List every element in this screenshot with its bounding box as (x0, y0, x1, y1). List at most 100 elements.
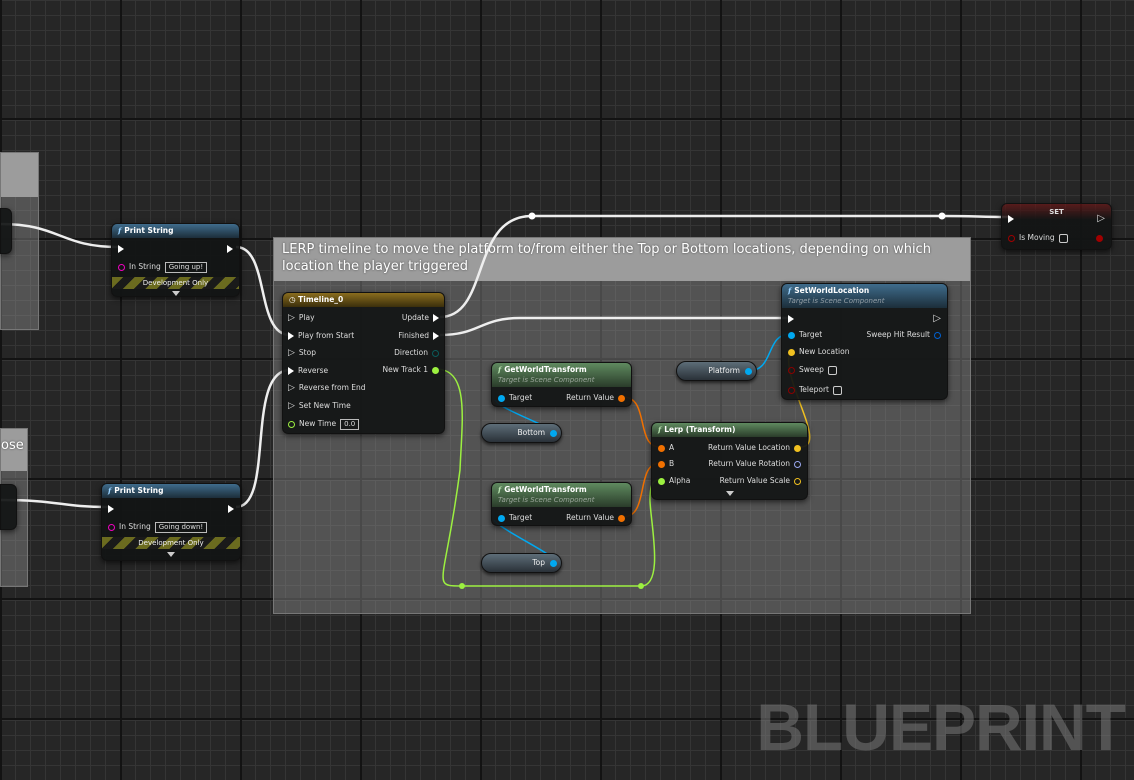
set-is-moving-node[interactable]: SET ▷ Is Moving (1001, 203, 1112, 250)
function-icon: f (788, 286, 792, 295)
sweep-checkbox[interactable] (827, 365, 837, 375)
bool-out-pin[interactable] (1096, 234, 1103, 242)
object-pin[interactable] (498, 394, 505, 402)
pin-label: Return Value (566, 393, 614, 402)
in-string-input[interactable]: Going down! (154, 521, 208, 533)
vector-pin[interactable] (794, 444, 801, 452)
exec-in-pin[interactable]: ▷ (288, 401, 295, 411)
object-pin[interactable] (550, 430, 557, 437)
pin-label: In String (119, 522, 151, 531)
exec-in-pin[interactable] (788, 315, 794, 323)
variable-label: Bottom (517, 428, 545, 437)
function-icon: f (498, 485, 502, 494)
expand-arrow-icon[interactable] (167, 552, 175, 557)
expand-arrow-icon[interactable] (725, 491, 734, 496)
pin-label: Direction (394, 348, 428, 357)
pin-label: Return Value Location (708, 443, 790, 452)
exec-in-pin[interactable] (1008, 215, 1014, 223)
exec-out-pin[interactable] (433, 332, 439, 340)
exec-out-pin[interactable] (433, 314, 439, 322)
pin-label: Play (298, 313, 315, 322)
rotator-pin[interactable] (794, 460, 801, 468)
object-pin[interactable] (745, 368, 752, 375)
reroute-node (638, 583, 644, 589)
pin-label: Teleport (799, 385, 829, 394)
node-subtitle: Target is Scene Component (788, 297, 885, 305)
bool-pin[interactable] (788, 386, 795, 394)
function-icon: f (118, 226, 122, 235)
transform-pin[interactable] (658, 444, 665, 452)
float-pin[interactable] (288, 420, 295, 428)
exec-in-pin[interactable] (108, 505, 114, 513)
top-variable[interactable]: Top (481, 553, 562, 573)
node-subtitle: Target is Scene Component (498, 376, 595, 384)
node-title: SET (1049, 208, 1064, 216)
new-time-input[interactable]: 0.0 (340, 418, 360, 430)
node-title: GetWorldTransform (504, 485, 587, 494)
is-moving-checkbox[interactable] (1058, 233, 1068, 243)
bottom-variable[interactable]: Bottom (481, 423, 562, 443)
exec-out-pin[interactable]: ▷ (1097, 213, 1105, 224)
pin-label: Target (509, 513, 533, 522)
float-wire (435, 368, 661, 587)
exec-wire (0, 498, 109, 509)
teleport-checkbox[interactable] (833, 385, 842, 395)
pin-label: Return Value (566, 513, 614, 522)
pin-label: Reverse from End (298, 383, 366, 392)
pin-label: A (669, 443, 675, 452)
cut-node-top[interactable] (0, 208, 12, 254)
pin-label: Return Value Rotation (708, 459, 790, 468)
exec-wire (235, 368, 291, 509)
exec-in-pin[interactable]: ▷ (288, 383, 295, 393)
struct-pin[interactable] (934, 331, 941, 339)
vector-pin[interactable] (788, 348, 795, 356)
exec-in-pin[interactable] (288, 367, 294, 375)
exec-in-pin[interactable]: ▷ (288, 313, 295, 323)
pin-label: Is Moving (1019, 233, 1055, 242)
timeline-node[interactable]: ◷ Timeline_0 ▷Play Play from Start ▷Stop… (282, 292, 445, 434)
vector-pin[interactable] (794, 477, 801, 485)
transform-pin[interactable] (658, 460, 665, 468)
transform-pin[interactable] (618, 514, 625, 522)
bool-pin[interactable] (788, 366, 795, 374)
development-only-banner: Development Only (102, 537, 240, 549)
reroute-node (528, 212, 536, 220)
exec-out-pin[interactable] (228, 505, 234, 513)
enum-pin[interactable] (432, 349, 439, 357)
exec-out-pin[interactable]: ▷ (933, 313, 941, 324)
exec-in-pin[interactable]: ▷ (288, 348, 295, 358)
pin-label: Reverse (298, 366, 329, 375)
reroute-node (459, 583, 465, 589)
in-string-input[interactable]: Going up! (164, 261, 208, 273)
exec-in-pin[interactable] (118, 245, 124, 253)
pin-label: Update (401, 313, 429, 322)
string-pin[interactable] (118, 263, 125, 271)
exec-out-pin[interactable] (227, 245, 233, 253)
float-pin[interactable] (658, 477, 665, 485)
node-title: SetWorldLocation (794, 286, 870, 295)
exec-in-pin[interactable] (288, 332, 294, 340)
object-pin[interactable] (498, 514, 505, 522)
pin-label: Set New Time (298, 401, 351, 410)
object-pin[interactable] (788, 331, 795, 339)
float-pin[interactable] (432, 366, 439, 374)
expand-arrow-icon[interactable] (171, 291, 180, 296)
platform-variable[interactable]: Platform (676, 361, 757, 381)
pin-label: Alpha (669, 476, 691, 485)
string-pin[interactable] (108, 523, 115, 531)
clock-icon: ◷ (289, 295, 299, 304)
object-pin[interactable] (550, 560, 557, 567)
pin-label: Stop (298, 348, 316, 357)
pin-label: In String (129, 262, 161, 271)
transform-pin[interactable] (618, 394, 625, 402)
cut-node-bottom[interactable] (0, 484, 17, 530)
bool-pin[interactable] (1008, 234, 1015, 242)
exec-wire (439, 316, 788, 337)
function-icon: f (658, 425, 662, 434)
